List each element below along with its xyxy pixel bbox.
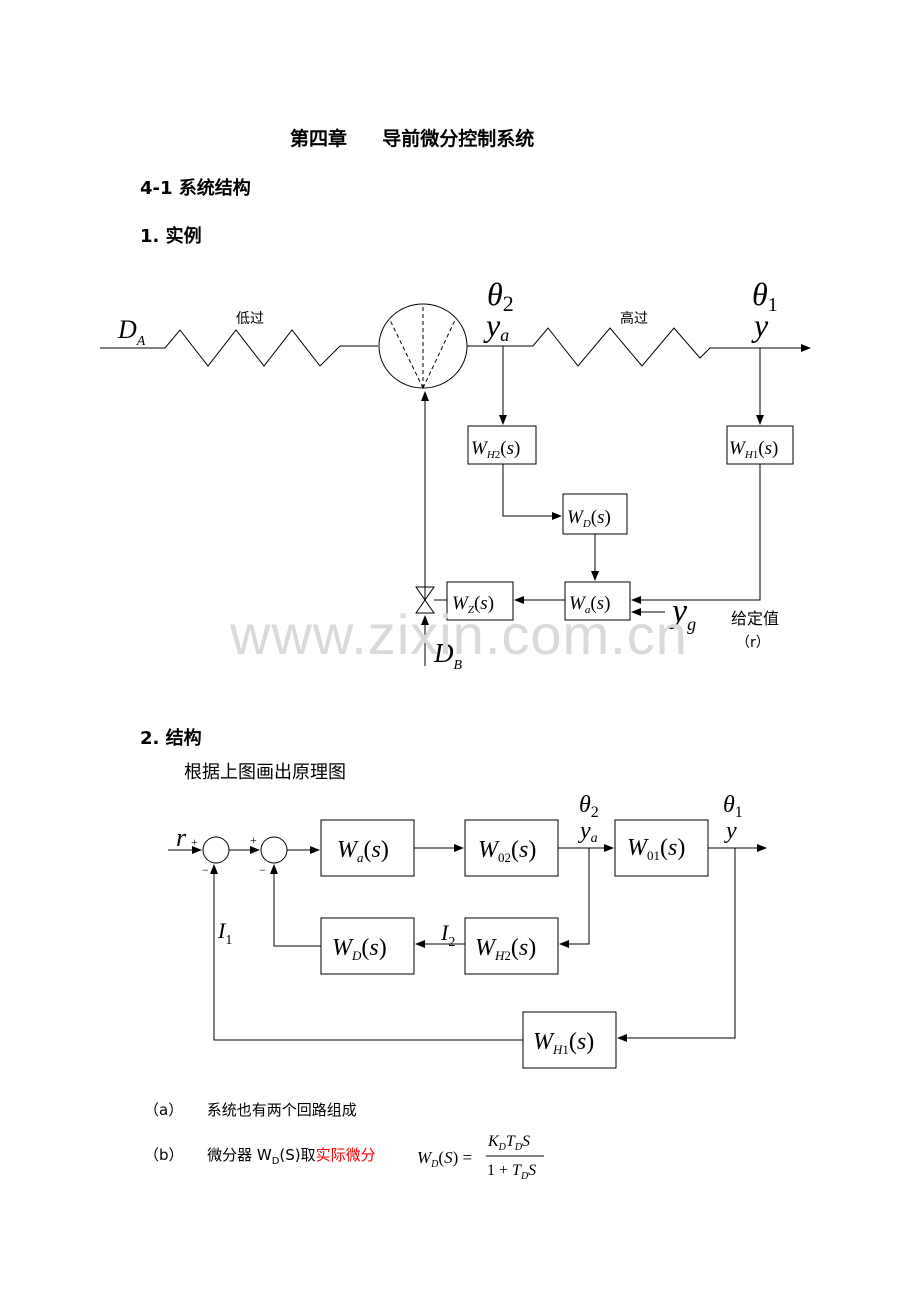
note-b: （b） 微分器 WD(S)取实际微分 — [144, 1144, 376, 1167]
label-wh2: WH2(s) — [471, 438, 520, 461]
sign-minus-2: − — [259, 863, 266, 877]
diagram1-lines — [100, 303, 811, 666]
chapter-number: 第四章 — [290, 128, 348, 150]
svg-text:KDTDS: KDTDS — [487, 1133, 530, 1153]
note-a-marker: （a） — [144, 1101, 184, 1119]
svg-text:WD(S) =: WD(S) = — [417, 1148, 472, 1170]
high-superheater-label: 高过 — [620, 310, 648, 327]
high-superheater-line — [467, 327, 811, 367]
symbol-y: y — [751, 307, 769, 343]
label-wa: Wa(s) — [569, 593, 610, 616]
setpoint-symbol: （r） — [736, 635, 770, 651]
block-wz — [446, 581, 514, 621]
note-b-red-text: 实际微分 — [315, 1146, 376, 1164]
low-superheater-line — [100, 329, 378, 367]
structure-description: 根据上图画出原理图 — [184, 762, 346, 783]
label2-wa: Wa(s) — [337, 837, 389, 865]
label-wz: WZ(s) — [452, 593, 494, 616]
note-a-text: 系统也有两个回路组成 — [206, 1101, 357, 1119]
label-wh1: WH1(s) — [729, 438, 778, 461]
sign-plus-1: + — [191, 835, 198, 849]
section-heading: 4-1 系统结构 — [140, 178, 251, 199]
block2-wh2 — [464, 917, 559, 975]
symbol2-y: y — [724, 818, 737, 844]
item-heading-structure: 2. 结构 — [140, 728, 202, 749]
label-wd: WD(s) — [567, 507, 611, 530]
control-valve-icon — [415, 586, 435, 614]
low-superheater-label: 低过 — [236, 311, 264, 327]
note-a: （a） 系统也有两个回路组成 — [144, 1099, 357, 1120]
note-b-subscript: D — [271, 1156, 280, 1167]
block-wa — [564, 581, 631, 621]
chapter-name: 导前微分控制系统 — [382, 128, 535, 150]
watermark: www.zixin.com.cn — [229, 603, 688, 666]
svg-text:1 + TDS: 1 + TDS — [487, 1162, 536, 1182]
symbol-yg: yg — [669, 593, 696, 634]
note-b-prefix: 微分器 W — [207, 1146, 272, 1164]
symbol-r: r — [176, 823, 187, 852]
item-heading-example: 1. 实例 — [140, 226, 202, 247]
setpoint-label: 给定值 — [731, 609, 779, 628]
sign-minus-1: − — [202, 863, 209, 877]
note-b-mid: (S)取 — [279, 1146, 316, 1164]
block-wh2 — [467, 425, 537, 465]
chapter-title: 第四章 导前微分控制系统 — [290, 124, 534, 151]
note-b-marker: （b） — [144, 1146, 184, 1164]
sign-plus-2: + — [250, 833, 257, 847]
